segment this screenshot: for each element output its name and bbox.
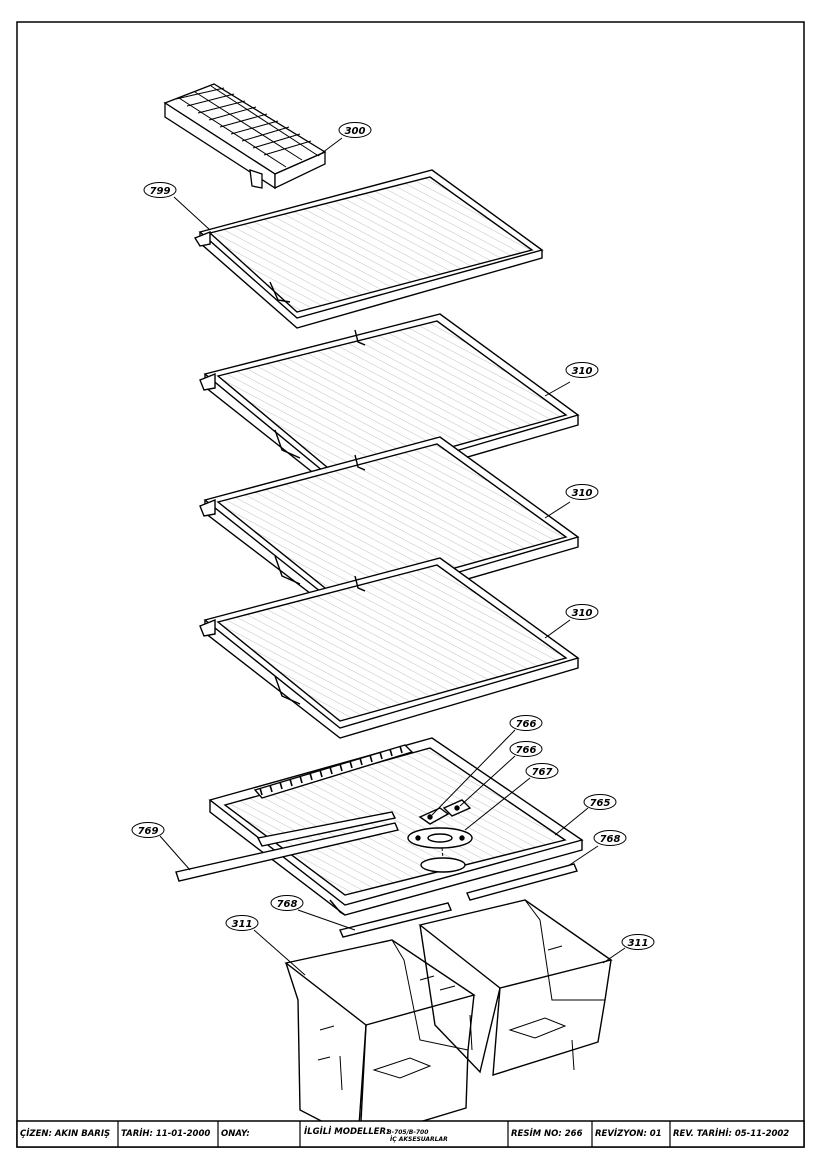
date: TARİH: 11-01-2000 <box>121 1128 210 1139</box>
bracket-a <box>418 807 450 825</box>
leader-310-3 <box>544 619 571 639</box>
leader-767 <box>464 777 531 831</box>
balloon-768-left <box>270 895 304 911</box>
label-768-left: 768 <box>277 899 298 910</box>
balloon-300 <box>338 122 372 138</box>
balloon-766-1 <box>509 715 543 731</box>
balloon-766-2 <box>509 741 543 757</box>
leader-311-right <box>602 947 626 964</box>
leader-768-left <box>297 909 356 931</box>
balloon-311-right <box>621 934 655 950</box>
balloon-765 <box>583 794 617 810</box>
drawing-number: RESİM NO: 266 <box>511 1128 583 1139</box>
leader-300 <box>317 137 343 157</box>
label-769: 769 <box>138 826 159 837</box>
label-768-right: 768 <box>600 834 621 845</box>
balloon-767 <box>525 763 559 779</box>
leader-310-2 <box>544 501 571 519</box>
label-766-1: 766 <box>516 719 537 730</box>
drawn-by: ÇİZEN: AKIN BARIŞ <box>20 1128 110 1139</box>
glass-shelf-1 <box>199 313 580 495</box>
related-models-sub: İÇ AKSESUARLAR <box>390 1136 448 1143</box>
revision-date: REV. TARİHİ: 05-11-2002 <box>673 1128 789 1139</box>
approval: ONAY: <box>221 1129 250 1139</box>
leader-765 <box>554 807 589 836</box>
revision: REVİZYON: 01 <box>595 1128 662 1139</box>
glass-shelf-2 <box>199 436 580 617</box>
crisper-drawer-left <box>284 939 476 1142</box>
label-311-left: 311 <box>232 919 253 930</box>
label-311-right: 311 <box>628 938 649 949</box>
balloon-310-1 <box>565 362 599 378</box>
leader-766-2 <box>459 755 516 807</box>
label-766-2: 766 <box>516 745 537 756</box>
label-310-3: 310 <box>572 608 593 619</box>
leader-311-left <box>253 929 306 976</box>
crisper-drawer-right <box>418 899 613 1076</box>
leader-766-1 <box>431 729 516 816</box>
plate-767 <box>407 827 473 849</box>
bracket-b <box>442 799 472 817</box>
balloon-311-left <box>225 915 259 931</box>
label-767: 767 <box>532 767 553 778</box>
leader-310-1 <box>544 381 571 397</box>
front-strip <box>175 822 399 882</box>
label-310-1: 310 <box>572 366 593 377</box>
balloon-768-right <box>593 830 627 846</box>
ice-tray <box>163 83 327 190</box>
label-310-2: 310 <box>572 488 593 499</box>
top-shelf <box>193 169 544 329</box>
leader-768-right <box>567 845 599 867</box>
related-models-label: İLGİLİ MODELLER: <box>304 1126 389 1137</box>
balloon-310-2 <box>565 484 599 500</box>
balloon-799 <box>143 182 177 198</box>
label-765: 765 <box>590 798 611 809</box>
balloon-769 <box>131 822 165 838</box>
rail-right <box>466 863 578 901</box>
balloon-310-3 <box>565 604 599 620</box>
label-300: 300 <box>345 126 366 137</box>
rail-left <box>339 902 452 938</box>
leader-799 <box>173 196 211 231</box>
label-799: 799 <box>150 186 171 197</box>
related-models-value: B-705/B-700 <box>387 1129 428 1136</box>
title-block: ÇİZEN: AKIN BARIŞ TARİH: 11-01-2000 ONAY… <box>16 1120 805 1148</box>
glass-shelf-3 <box>199 557 580 739</box>
leader-769 <box>159 835 191 871</box>
